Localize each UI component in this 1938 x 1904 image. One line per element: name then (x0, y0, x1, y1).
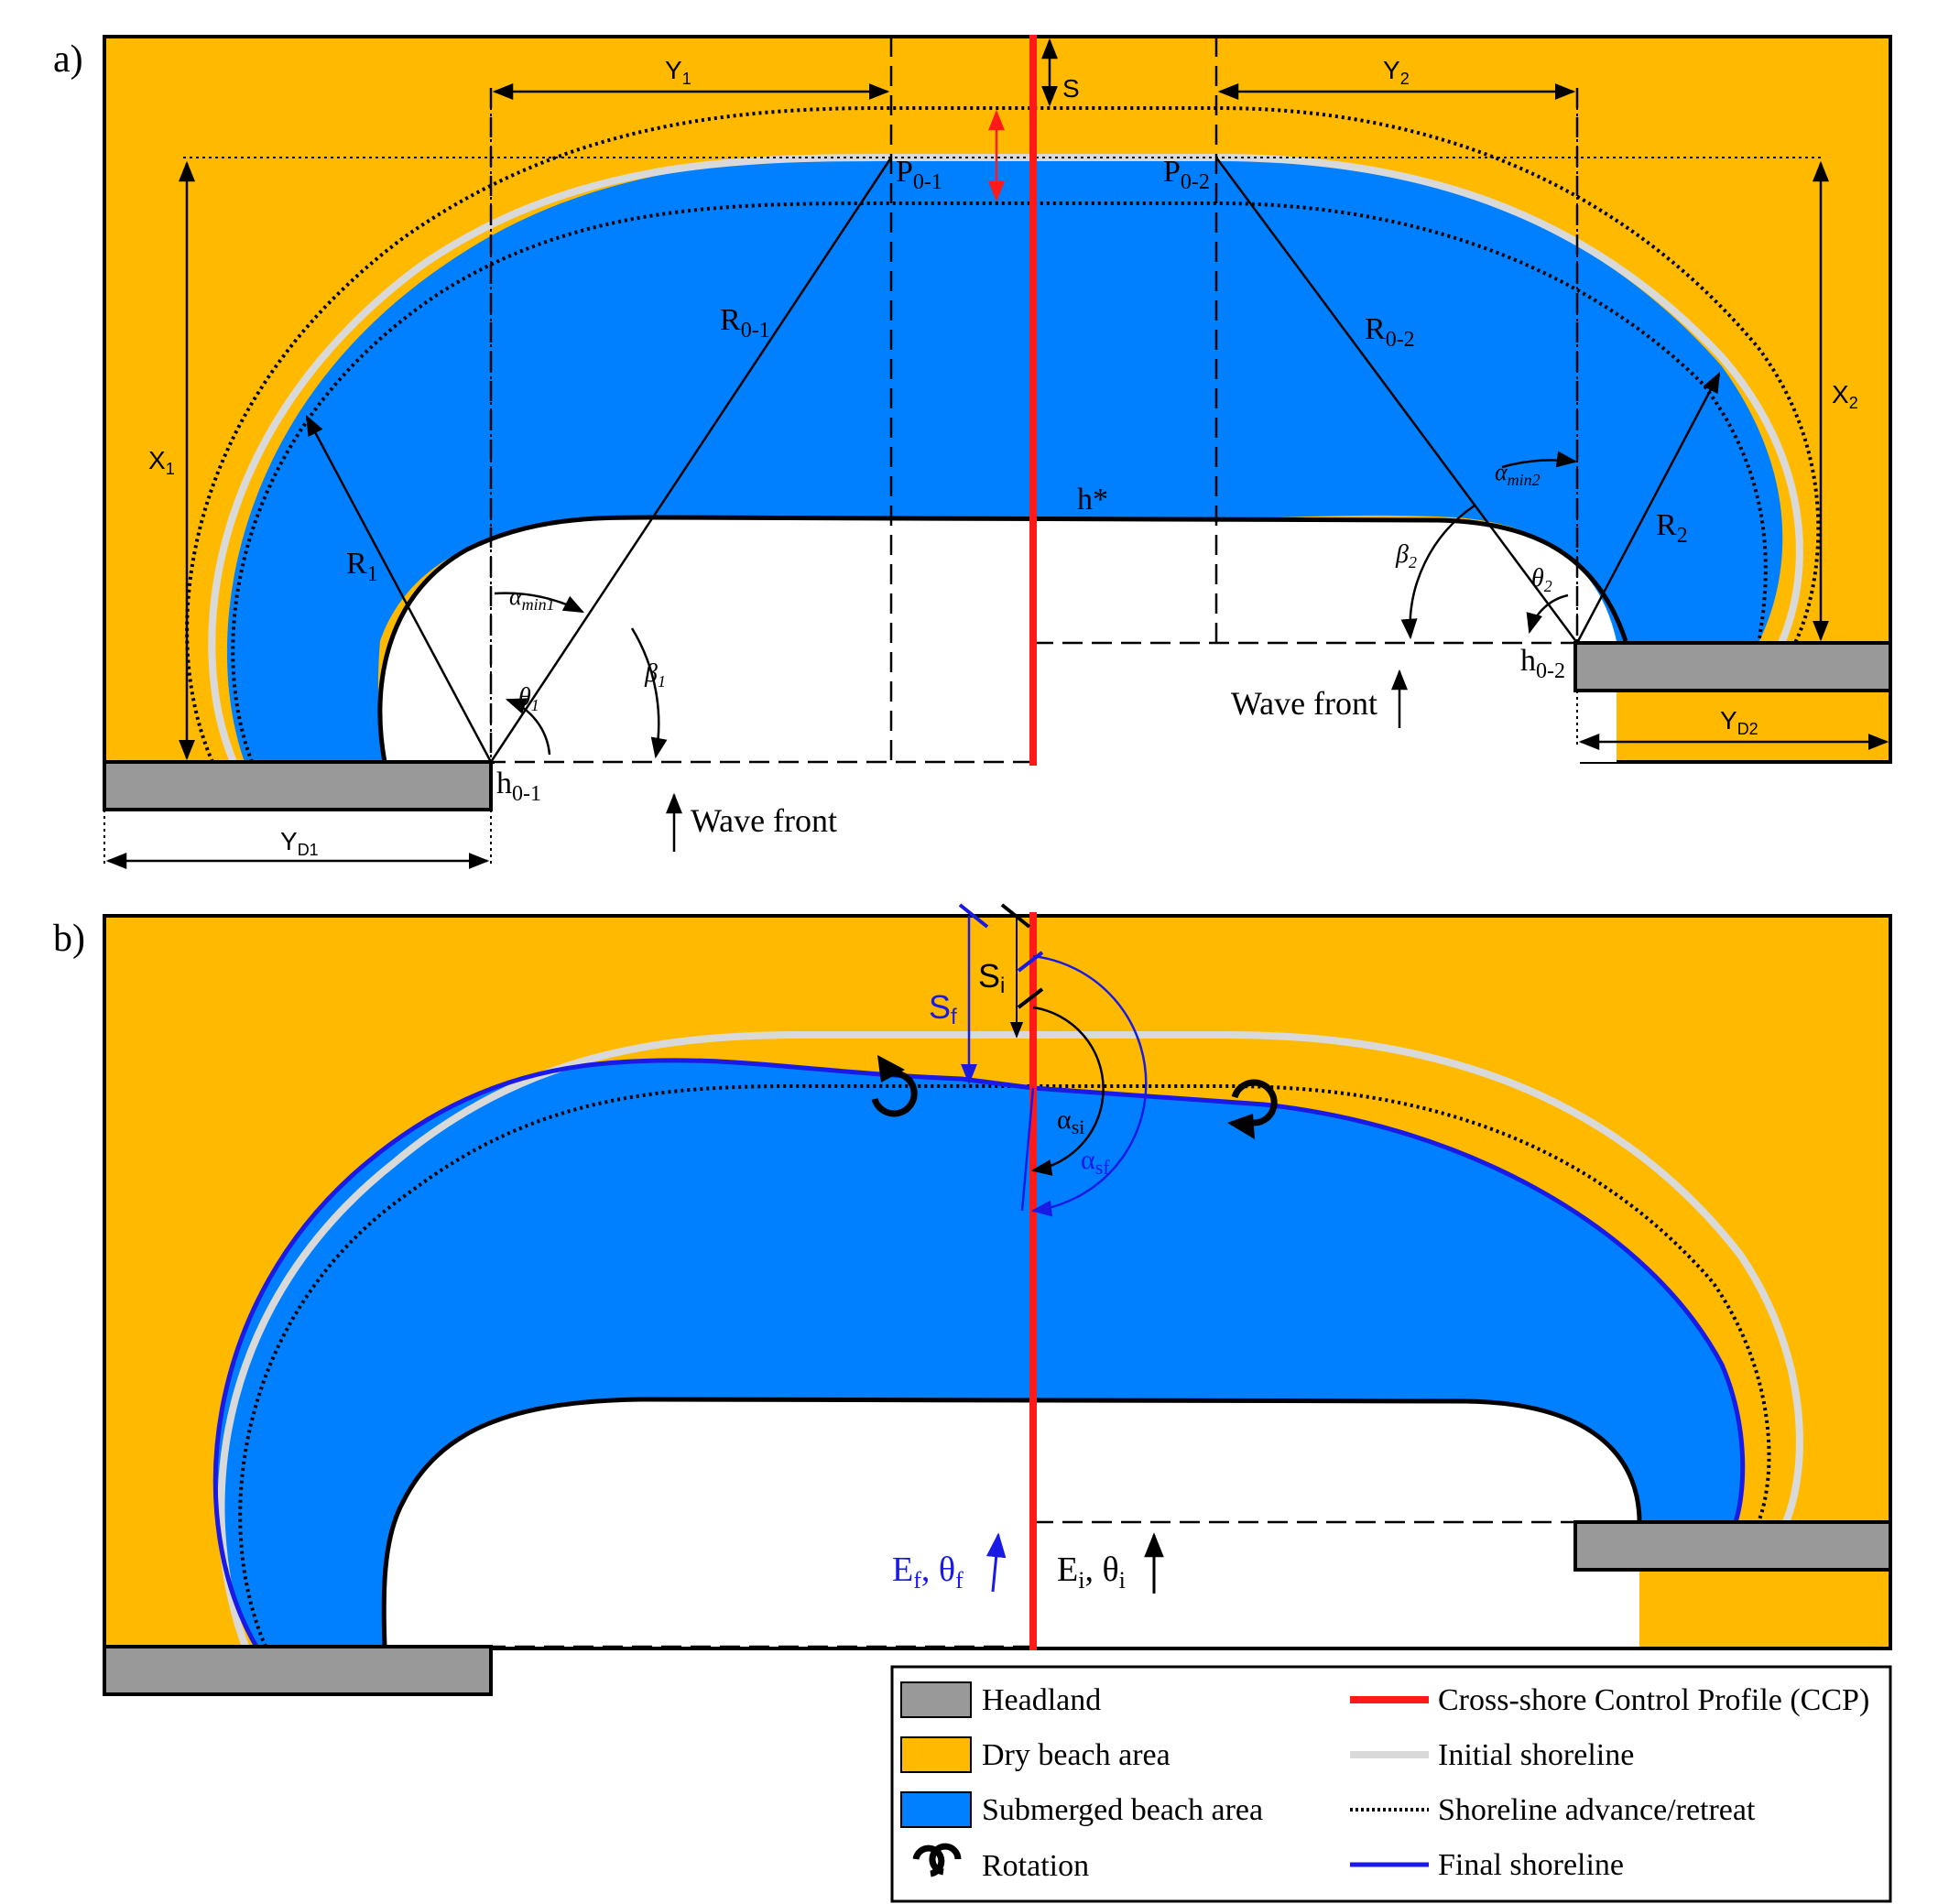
label-ei-thetai: Ei, θi (1057, 1550, 1126, 1594)
legend-swatch-submerged (900, 1791, 972, 1828)
label-si: Si (978, 957, 1005, 998)
panel-b-ef-arrow (985, 1532, 1007, 1593)
panel-b-advance-shoreline (238, 1084, 1771, 1648)
legend-label-dry: Dry beach area (982, 1738, 1170, 1772)
panel-b-dashed-lines (104, 1520, 1890, 1648)
panel-b-rotation-head-right (1227, 1114, 1255, 1139)
label-amin2: αmin2 (1495, 459, 1541, 489)
legend-rotation-icon (912, 1843, 962, 1877)
label-theta2: θ2 (1531, 564, 1552, 595)
panel-a-headland-left (103, 760, 493, 811)
panel-a-dimension-arrows (105, 38, 1889, 869)
panel-b-rotation-arrows (871, 1070, 1278, 1126)
label-y2: Y2 (1383, 56, 1410, 88)
label-hstar: h* (1077, 483, 1108, 517)
legend-swatch-dry (900, 1736, 972, 1773)
panel-a-white-bottom (1030, 641, 1580, 764)
label-s: S (1062, 74, 1080, 103)
panel-a: a) (53, 35, 1892, 869)
legend-label-ccp: Cross-shore Control Profile (CCP) (1438, 1683, 1869, 1717)
panel-b: b) (53, 903, 1892, 1696)
label-beta2: β2 (1395, 540, 1417, 571)
label-theta1: θ1 (518, 683, 539, 714)
label-r1: R1 (346, 547, 378, 586)
label-ef-thetaf: Ef, θf (892, 1550, 964, 1594)
label-alpha-si: αsi (1057, 1104, 1084, 1138)
legend-label-final: Final shoreline (1438, 1848, 1624, 1882)
label-sf: Sf (929, 988, 957, 1029)
panel-a-initial-shoreline (208, 154, 1803, 764)
legend: Headland Dry beach area Submerged beach … (890, 1665, 1892, 1903)
label-p01: P0-1 (896, 155, 942, 194)
label-amin1: αmin1 (509, 583, 555, 614)
label-wave-front-2: Wave front (1231, 685, 1377, 722)
label-beta1: β1 (644, 659, 666, 691)
panel-b-headland-left (103, 1645, 493, 1696)
label-p02: P0-2 (1163, 155, 1210, 194)
label-h01: h0-1 (496, 767, 541, 806)
panel-a-white-bottom-left (495, 696, 1035, 764)
panel-a-dotted-guides (103, 88, 1891, 865)
legend-label-advance: Shoreline advance/retreat (1438, 1793, 1756, 1827)
label-h02: h0-2 (1520, 644, 1565, 683)
label-y1: Y1 (665, 56, 691, 88)
label-alpha-sf: αsf (1081, 1145, 1110, 1179)
label-x1: X1 (148, 446, 175, 478)
panel-b-submerged-area (215, 1060, 1743, 1647)
label-r2: R2 (1656, 508, 1688, 548)
panel-b-white-bottom-left (495, 1575, 1035, 1647)
label-yd1: YD1 (280, 827, 319, 859)
label-x2: X2 (1832, 380, 1858, 412)
panel-a-label: a) (53, 38, 83, 81)
panel-b-setback-markers (958, 903, 1148, 1217)
legend-label-initial: Initial shoreline (1438, 1738, 1634, 1772)
legend-swatch-headland (900, 1681, 972, 1718)
panel-a-retreat-shoreline (231, 201, 1768, 763)
label-yd2: YD2 (1720, 706, 1758, 738)
panel-a-hstar-line (377, 515, 1628, 763)
panel-b-white-bottom (1033, 1522, 1583, 1647)
panel-b-initial-shoreline (217, 1031, 1803, 1648)
label-r02: R0-2 (1365, 312, 1415, 352)
legend-label-submerged: Submerged beach area (982, 1793, 1263, 1827)
panel-b-headland-right (1573, 1520, 1892, 1572)
label-r01: R0-1 (720, 303, 770, 343)
label-wave-front-1: Wave front (691, 802, 837, 839)
panel-a-headland-right (1573, 641, 1892, 692)
panel-b-label: b) (53, 918, 85, 960)
legend-box (890, 1665, 1892, 1903)
panel-a-radii (305, 157, 1721, 763)
panel-b-hstar-line (381, 1397, 1642, 1648)
panel-a-submerged-area (226, 158, 1783, 762)
legend-label-headland: Headland (982, 1683, 1101, 1717)
panel-b-rotation-head-left (877, 1055, 905, 1083)
panel-b-final-shoreline (212, 1058, 1746, 1648)
legend-label-rotation: Rotation (982, 1849, 1089, 1883)
